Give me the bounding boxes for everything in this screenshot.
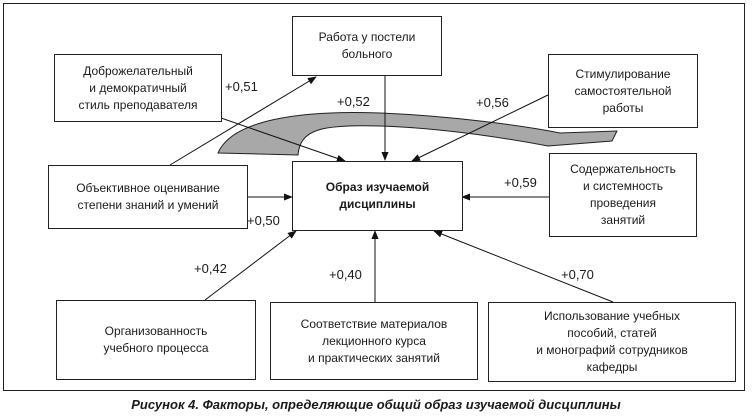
center-label: Образ изучаемой дисциплины — [325, 180, 430, 211]
factor-box-textbooks: Использование учебных пособий, статей и … — [488, 302, 736, 382]
factor-label-content: Содержательность и системность проведени… — [570, 162, 676, 227]
factor-label-teacher-style: Доброжелательный и демократичный стиль п… — [78, 63, 198, 112]
diagram-frame — [3, 3, 745, 391]
coef-assessment: +0,50 — [247, 213, 280, 228]
factor-label-bedside: Работа у постели больного — [318, 30, 416, 61]
factor-label-assessment: Объективное оценивание степени знаний и … — [76, 181, 220, 212]
coef-textbooks: +0,70 — [561, 267, 594, 282]
coef-independent-work: +0,56 — [476, 95, 509, 110]
figure-caption: Рисунок 4. Факторы, определяющие общий о… — [131, 397, 621, 412]
factor-box-assessment: Объективное оценивание степени знаний и … — [48, 165, 248, 229]
factor-box-bedside: Работа у постели больного — [292, 16, 442, 76]
factor-label-materials: Соответствие материалов лекционного курс… — [300, 316, 448, 365]
coef-teacher-style: +0,51 — [225, 79, 258, 94]
factor-box-independent-work: Стимулирование самостоятельной работы — [548, 54, 698, 128]
arrow-organization — [204, 230, 297, 301]
factor-box-content: Содержательность и системность проведени… — [549, 153, 697, 237]
arrow-independent-work — [411, 94, 549, 162]
factor-label-textbooks: Использование учебных пособий, статей и … — [536, 309, 688, 374]
center-box-discipline-image: Образ изучаемой дисциплины — [292, 161, 463, 231]
coef-materials: +0,40 — [329, 267, 362, 282]
factor-label-organization: Организованность учебного процесса — [103, 324, 209, 355]
factor-box-organization: Организованность учебного процесса — [56, 300, 256, 380]
coef-bedside: +0,52 — [337, 94, 370, 109]
coef-content: +0,59 — [504, 175, 537, 190]
arrow-assessment-to-bedside — [169, 76, 317, 166]
factor-label-independent-work: Стимулирование самостоятельной работы — [574, 66, 672, 115]
factor-box-teacher-style: Доброжелательный и демократичный стиль п… — [54, 54, 222, 122]
coef-organization: +0,42 — [194, 261, 227, 276]
factor-box-materials: Соответствие материалов лекционного курс… — [270, 302, 478, 380]
curved-band-shape — [217, 112, 618, 156]
arrow-teacher-style — [197, 109, 346, 162]
arrow-textbooks — [433, 230, 614, 303]
